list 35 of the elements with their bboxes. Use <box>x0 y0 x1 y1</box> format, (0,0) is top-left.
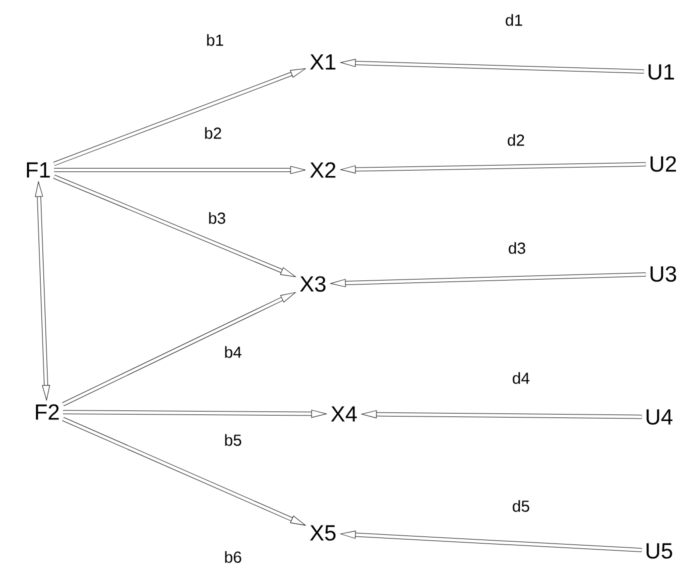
arrow <box>340 162 646 174</box>
variable-label: U5 <box>646 543 672 559</box>
edge-label: d2 <box>506 133 526 147</box>
edge-label: b4 <box>223 345 243 359</box>
variable-label: F2 <box>36 404 59 420</box>
arrow <box>35 182 50 400</box>
arrow <box>53 174 296 277</box>
arrow <box>340 530 642 552</box>
variable-label: X1 <box>310 54 336 70</box>
arrow <box>62 292 296 406</box>
arrow <box>54 166 306 174</box>
edge-label: d4 <box>511 371 531 385</box>
arrow <box>53 68 306 166</box>
variable-label: U1 <box>648 64 674 80</box>
arrow <box>62 417 306 526</box>
edge-label: b2 <box>203 126 223 140</box>
edge-label: b3 <box>207 211 227 225</box>
edge-label: d1 <box>504 13 524 27</box>
arrow <box>361 410 642 419</box>
arrow <box>330 272 646 288</box>
variable-label: X4 <box>331 406 357 422</box>
variable-label: U2 <box>650 156 676 172</box>
edge-label: b6 <box>223 550 243 564</box>
variable-label: U3 <box>650 266 676 282</box>
variable-label: X2 <box>310 162 336 178</box>
edge-label: b5 <box>223 433 243 447</box>
arrow <box>63 410 327 418</box>
variable-label: U4 <box>646 409 672 425</box>
edge-label: d3 <box>507 241 527 255</box>
edge-label: b1 <box>205 33 225 47</box>
arrow <box>340 58 644 74</box>
variable-label: F1 <box>26 162 50 178</box>
variable-label: X5 <box>310 525 336 541</box>
variable-label: X3 <box>300 276 326 292</box>
edge-label: d5 <box>511 499 531 513</box>
